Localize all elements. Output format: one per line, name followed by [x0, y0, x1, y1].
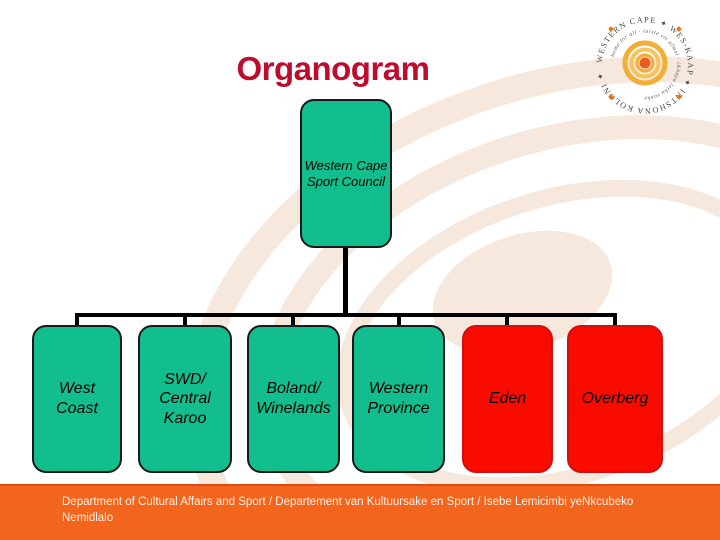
org-box-eden: Eden	[462, 325, 553, 473]
footer-department-text: Department of Cultural Affairs and Sport…	[62, 496, 634, 524]
western-cape-logo-icon: WESTERN CAPE ✦ WES-KAAP ✦ INTSHONA KOLON…	[595, 15, 694, 115]
org-box-label: Boland/ Winelands	[256, 380, 331, 417]
slide-title: Organogram	[236, 50, 430, 87]
org-box-label: Overberg	[581, 390, 649, 408]
org-box-west-coast: West Coast	[32, 325, 122, 473]
connector-stub-swd-central-karoo	[183, 313, 187, 327]
connector-horizontal-bar	[75, 313, 617, 317]
org-box-western-province: Western Province	[352, 325, 445, 473]
org-box-label: West Coast	[56, 380, 98, 417]
logo-spiral-icon	[622, 40, 668, 86]
org-box-western-cape-sport-council: Western Cape Sport Council	[300, 99, 392, 248]
org-box-label: Western Province	[367, 380, 430, 417]
connector-stub-west-coast	[75, 313, 79, 327]
connector-stub-overberg	[613, 313, 617, 327]
connector-stub-boland-winelands	[291, 313, 295, 327]
footer-bar: Department of Cultural Affairs and Sport…	[0, 484, 720, 540]
connector-stub-western-province	[397, 313, 401, 327]
org-box-swd-central-karoo: SWD/ Central Karoo	[138, 325, 232, 473]
western-cape-logo: WESTERN CAPE ✦ WES-KAAP ✦ INTSHONA KOLON…	[588, 6, 702, 120]
org-box-label: Western Cape Sport Council	[304, 157, 388, 189]
connector-stub-eden	[505, 313, 509, 327]
logo-sparkles-icon	[608, 26, 682, 100]
org-box-boland-winelands: Boland/ Winelands	[247, 325, 340, 473]
connector-root-vertical	[343, 247, 348, 317]
org-box-overberg: Overberg	[567, 325, 663, 473]
org-box-label: SWD/ Central Karoo	[159, 370, 211, 427]
org-box-label: Eden	[488, 390, 527, 408]
